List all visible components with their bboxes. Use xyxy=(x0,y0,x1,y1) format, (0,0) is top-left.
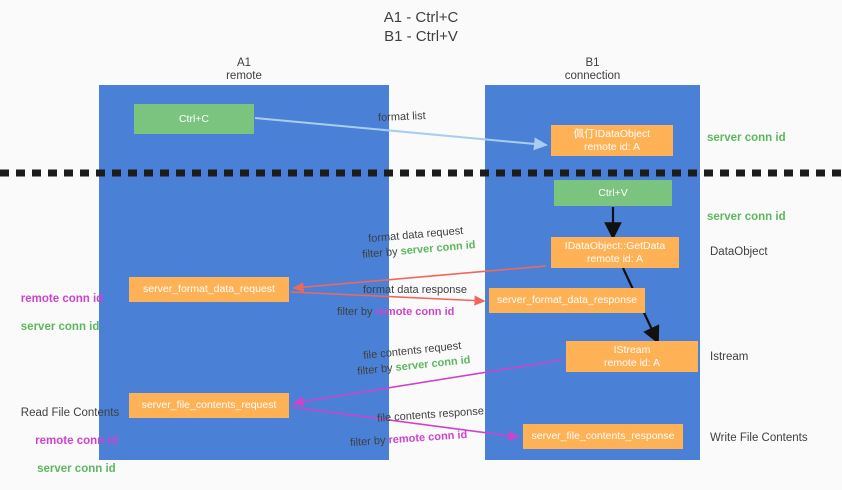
arrow-label-format-list: format list xyxy=(377,109,426,125)
label-read-file-contents-group: Read File Contents remote conn id server… xyxy=(8,392,119,490)
label-write-file-contents: Write File Contents xyxy=(710,432,808,444)
box-ctrl-c[interactable]: Ctrl+C xyxy=(134,104,254,134)
arrow-format-list xyxy=(254,117,548,151)
box-ctrl-v[interactable]: Ctrl+V xyxy=(554,180,672,206)
box-idataobject-getdata[interactable]: IDataObject::GetData remote id: A xyxy=(551,237,679,268)
page-title: A1 - Ctrl+C B1 - Ctrl+V xyxy=(0,8,842,46)
column-b1-subtitle: connection xyxy=(564,70,621,82)
filter-prefix-2: filter by xyxy=(337,306,376,318)
label-server-conn-id-top: server conn id xyxy=(707,132,786,144)
arrow-file-contents-request xyxy=(292,359,563,407)
label-server-conn-id-mid: server conn id xyxy=(707,211,786,223)
arrow-format-data-response xyxy=(290,291,486,306)
box-server-file-contents-response[interactable]: server_file_contents_response xyxy=(523,424,683,449)
label-server-conn-id-left-2: server conn id xyxy=(37,463,116,475)
arrow-label-format-data-response: format data response xyxy=(363,284,467,296)
column-a1-subtitle: remote xyxy=(226,70,262,82)
filter-prefix-1: filter by xyxy=(361,245,402,261)
label-remote-conn-id-1: remote conn id xyxy=(20,293,104,305)
label-conn-ids-format: remote conn id server conn id xyxy=(8,278,103,348)
label-server-conn-id-left-1: server conn id xyxy=(20,321,100,333)
box-server-format-data-response[interactable]: server_format_data_response xyxy=(489,288,645,313)
label-dataobject: DataObject xyxy=(710,246,768,258)
box-server-file-contents-request[interactable]: server_file_contents_request xyxy=(129,393,289,418)
box-server-format-data-request[interactable]: server_format_data_request xyxy=(129,277,289,302)
box-idataobject[interactable]: 佩仃IDataObject remote id: A xyxy=(551,125,673,156)
arrow-label-format-data-response-filter: filter by remote conn id xyxy=(337,305,454,319)
arrow-file-contents-response xyxy=(290,406,520,441)
title-line-2: B1 - Ctrl+V xyxy=(384,28,458,45)
title-line-1: A1 - Ctrl+C xyxy=(383,9,459,26)
label-read-file-contents: Read File Contents xyxy=(20,407,120,419)
box-istream[interactable]: IStream remote id: A xyxy=(566,341,698,372)
label-istream: Istream xyxy=(710,351,749,363)
label-remote-conn-id-2: remote conn id xyxy=(35,435,118,447)
column-b1-name: B1 xyxy=(585,57,600,69)
column-a1-name: A1 xyxy=(236,57,252,69)
filter-value-remote-conn-id-1: remote conn id xyxy=(375,306,455,318)
filter-prefix-4: filter by xyxy=(349,434,389,450)
arrow-format-data-request xyxy=(292,265,547,293)
